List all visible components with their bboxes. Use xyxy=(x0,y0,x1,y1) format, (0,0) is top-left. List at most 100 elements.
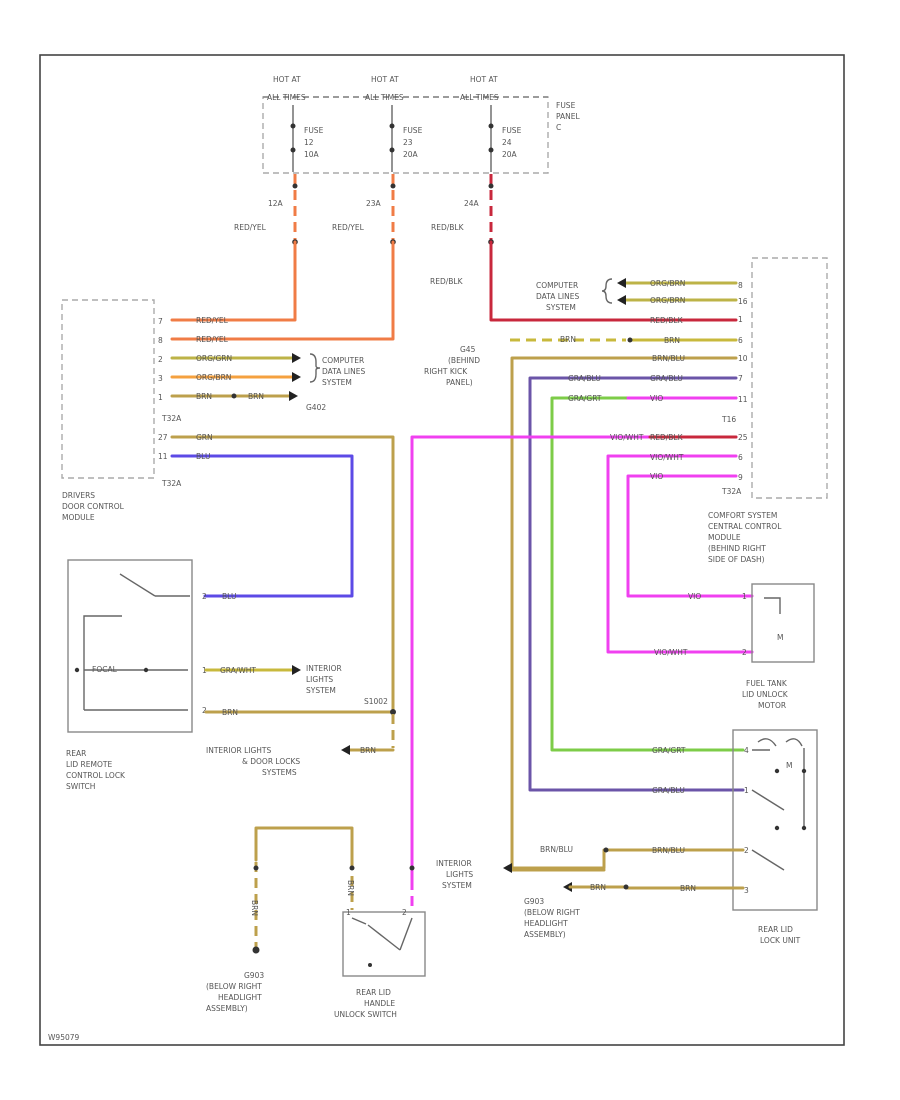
ground-left-wire: BRN xyxy=(250,900,259,916)
ccm-left-wire-4: GRA/GRT xyxy=(568,394,602,403)
lock-wire-1: GRA/BLU xyxy=(652,786,685,795)
wire-blu-ddcm xyxy=(170,454,354,598)
hot-sub-2: ALL TIMES xyxy=(365,93,404,102)
ccm-cdl-arrow-2 xyxy=(617,295,626,305)
fuse24-pin-label: 24A xyxy=(464,199,480,208)
switch-wire-1: BLU xyxy=(222,592,236,601)
switch-splice xyxy=(390,709,396,715)
ild-arrow xyxy=(341,745,350,755)
ccm-cdl-2: DATA LINES xyxy=(536,292,579,301)
wire-red-yel-ddcm-7 xyxy=(170,240,297,322)
ccm-left-wire-5: VIO/WHT xyxy=(610,433,644,442)
ils2-arrow xyxy=(503,863,512,873)
ccm-pin-7: 11 xyxy=(738,395,748,404)
lock-pin-4: 4 xyxy=(744,746,749,755)
rear-lid-remote-control-lock-switch: FOCAL 2 1 2 BLU GRA/WHT INTERIOR LIGHTS … xyxy=(66,559,396,791)
motor-pin1: 1 xyxy=(742,592,747,601)
fuse-12-amps: 10A xyxy=(304,150,320,159)
ground-g402-arrow xyxy=(289,391,298,401)
switch-wire-2: GRA/WHT xyxy=(220,666,256,675)
wire-brn-blu-ils2 xyxy=(508,848,606,870)
handle-name-3: UNLOCK SWITCH xyxy=(334,1010,397,1019)
motor-mark: M xyxy=(777,633,783,642)
switch-ils-2: LIGHTS xyxy=(306,675,333,684)
handle-vio-dot xyxy=(409,865,415,871)
fuse-12: FUSE 12 10A xyxy=(290,105,324,172)
switch-name-4: SWITCH xyxy=(66,782,95,791)
ground-right-wire: BRN xyxy=(590,883,606,892)
lock-wire-4: GRA/GRT xyxy=(652,746,686,755)
fuse-23: FUSE 23 20A xyxy=(389,105,423,172)
wire-red-blk-ccm xyxy=(489,240,738,322)
fuse-24-terminal-bottom xyxy=(488,147,494,153)
ccm-wire-9: VIO xyxy=(650,472,663,481)
cdl-bracket xyxy=(309,353,321,383)
switch-pin-2: 1 xyxy=(202,666,207,675)
fuse-12-terminal-bottom xyxy=(290,147,296,153)
switch-name-3: CONTROL LOCK xyxy=(66,771,126,780)
ddcm-outline xyxy=(61,299,155,479)
handle-name-2: HANDLE xyxy=(364,999,395,1008)
lock-pin-1: 1 xyxy=(744,786,749,795)
hot-label-1: HOT AT xyxy=(273,75,301,84)
switch-outline xyxy=(67,559,193,733)
fuse23-pin-label: 23A xyxy=(366,199,382,208)
ccm-ground-1: G45 xyxy=(460,345,476,354)
switch-wire-3: BRN xyxy=(222,708,238,717)
wire-vio-ccm-3 xyxy=(626,474,754,598)
handle-dot-1 xyxy=(368,963,372,967)
lock-dot-3 xyxy=(774,825,780,831)
ccm-pin-4: 6 xyxy=(738,336,743,345)
fuse-panel-name-1: FUSE xyxy=(556,101,576,110)
ccm-cdl-bracket xyxy=(601,278,613,304)
ddcm-brn-splice xyxy=(231,393,237,399)
cdl-arrow-1 xyxy=(292,353,301,363)
switch-name-1: REAR xyxy=(66,749,86,758)
motor-name-2: LID UNLOCK xyxy=(742,690,789,699)
ils2-2: LIGHTS xyxy=(446,870,473,879)
ground-left-terminal xyxy=(252,946,260,954)
ddcm-ground-label: G402 xyxy=(306,403,326,412)
ddcm-pin-1: 1 xyxy=(158,393,163,402)
ccm-cdl-1: COMPUTER xyxy=(536,281,578,290)
ccm-ground-3: RIGHT KICK xyxy=(424,367,468,376)
ddcm-wire-label-1b: BRN xyxy=(248,392,264,401)
ild-1: INTERIOR LIGHTS xyxy=(206,746,271,755)
ild-2: & DOOR LOCKS xyxy=(242,757,300,766)
ddcm-wire-label-8: RED/YEL xyxy=(196,335,229,344)
wire-brn-handle-top xyxy=(254,826,354,862)
ccm-wire-8: VIO/WHT xyxy=(650,453,684,462)
ccm-cdl-arrow-1 xyxy=(617,278,626,288)
ccm-name-3: MODULE xyxy=(708,533,741,542)
fuse-23-num: 23 xyxy=(403,138,413,147)
ils2-1: INTERIOR xyxy=(436,859,472,868)
switch-loop xyxy=(83,615,122,710)
lock-name-2: LOCK UNIT xyxy=(760,936,801,945)
fuse-24: FUSE 24 20A xyxy=(488,105,522,172)
fuse-24-name: FUSE xyxy=(502,126,522,135)
ccm-conn-a: T16 xyxy=(721,415,736,424)
ccm-wire-2: ORG/BRN xyxy=(650,296,685,305)
ccm-pin-8: 25 xyxy=(738,433,748,442)
ground-right-1: G903 xyxy=(524,897,544,906)
fuse12-pin-label: 12A xyxy=(268,199,284,208)
handle-wire1: BRN xyxy=(346,880,355,896)
lock-wire-2: BRN/BLU xyxy=(652,846,685,855)
switch-lamp-label: FOCAL xyxy=(92,665,118,674)
motor-pin2: 2 xyxy=(742,648,747,657)
fuse-23-amps: 20A xyxy=(403,150,419,159)
lock-pin-2: 2 xyxy=(744,846,749,855)
ddcm-conn-b: T32A xyxy=(161,479,182,488)
ccm-wire-1: ORG/BRN xyxy=(650,279,685,288)
fuse23-connector xyxy=(390,183,396,189)
motor-wire1: VIO xyxy=(688,592,701,601)
ccm-pin-10: 9 xyxy=(738,473,743,482)
fuse-24-terminal-top xyxy=(488,123,494,129)
ccm-fuse-wire: RED/BLK xyxy=(430,277,464,286)
ddcm-pin-8: 8 xyxy=(158,336,163,345)
ccm-pin-5: 10 xyxy=(738,354,748,363)
wire-gra-blu-ccm xyxy=(528,376,745,792)
hot-sub-1: ALL TIMES xyxy=(267,93,306,102)
lock-pin-3: 3 xyxy=(744,886,749,895)
wire-vio-wht-ccm xyxy=(606,454,754,654)
